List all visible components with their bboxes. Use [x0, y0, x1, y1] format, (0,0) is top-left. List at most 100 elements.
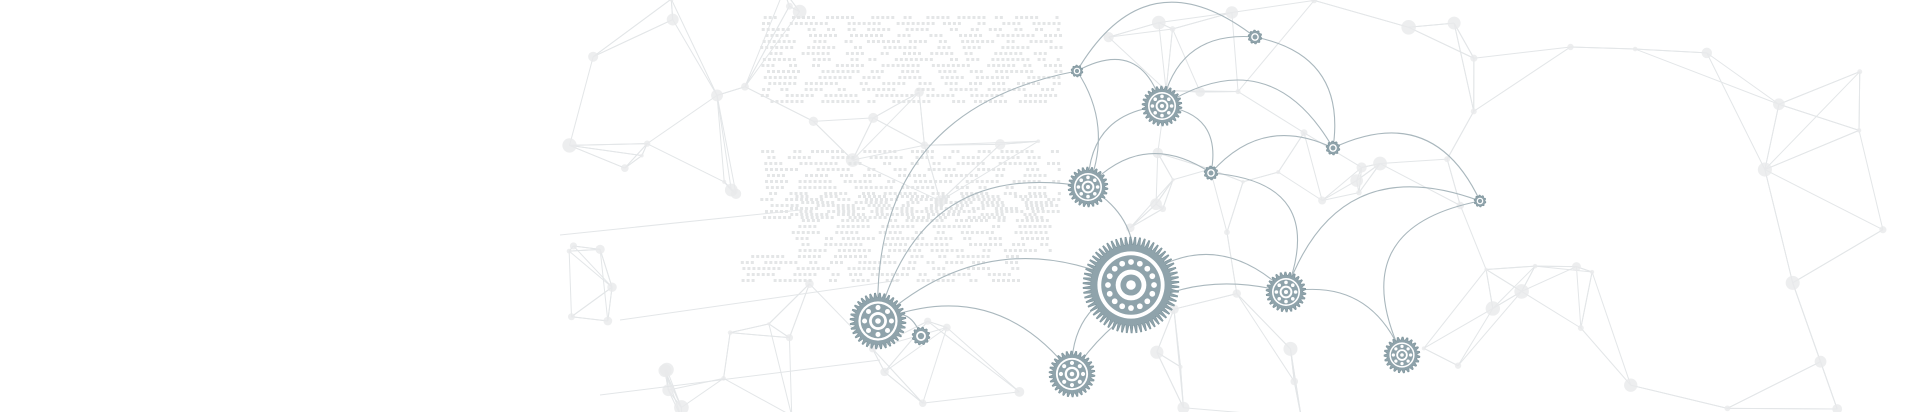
- pattern-dot: [804, 192, 808, 195]
- pattern-dot: [761, 28, 765, 31]
- mesh-line: [813, 117, 874, 122]
- pattern-dot: [1033, 162, 1037, 165]
- pattern-dot: [765, 34, 769, 37]
- mesh-line: [1446, 158, 1461, 206]
- pattern-dot: [879, 34, 883, 37]
- pattern-dot: [935, 210, 939, 213]
- pattern-dot: [994, 207, 998, 210]
- pattern-dot: [866, 40, 870, 43]
- pattern-dot: [1002, 273, 1006, 276]
- pattern-dot: [802, 156, 806, 159]
- pattern-dot: [760, 94, 764, 97]
- pattern-dot: [995, 180, 999, 183]
- pattern-dot: [1015, 210, 1019, 213]
- pattern-dot: [926, 279, 930, 282]
- pattern-dot: [891, 16, 895, 19]
- pattern-dot: [824, 243, 828, 246]
- pattern-dot: [892, 100, 896, 103]
- mesh-line: [1108, 22, 1159, 38]
- pattern-dot: [867, 249, 871, 252]
- pattern-dot: [960, 249, 964, 252]
- mesh-node: [1283, 341, 1298, 356]
- pattern-dot: [894, 156, 898, 159]
- pattern-dot: [818, 34, 822, 37]
- pattern-dot: [842, 88, 846, 91]
- pattern-dot: [818, 76, 822, 79]
- mesh-node: [924, 317, 932, 325]
- pattern-dot: [791, 231, 795, 234]
- pattern-dot: [1005, 76, 1009, 79]
- pattern-dot: [823, 180, 827, 183]
- pattern-dot: [990, 76, 994, 79]
- mesh-line: [1535, 265, 1593, 273]
- pattern-dot: [1024, 231, 1028, 234]
- pattern-dot: [916, 279, 920, 282]
- pattern-dot: [750, 261, 754, 264]
- pattern-dot: [850, 64, 854, 67]
- pattern-dot: [761, 255, 765, 258]
- pattern-dot: [824, 192, 828, 195]
- mesh-line: [1453, 22, 1475, 59]
- pattern-dot: [867, 204, 871, 207]
- pattern-dot: [1019, 195, 1023, 198]
- mesh-node: [1014, 386, 1025, 397]
- pattern-dot: [814, 22, 818, 25]
- pattern-dot: [898, 231, 902, 234]
- pattern-dot: [840, 64, 844, 67]
- pattern-dot: [874, 201, 878, 204]
- pattern-dot: [935, 52, 939, 55]
- pattern-dot: [971, 267, 975, 270]
- pattern-dot: [1047, 22, 1051, 25]
- pattern-dot: [847, 267, 851, 270]
- pattern-dot: [878, 216, 882, 219]
- pattern-dot: [901, 186, 905, 189]
- pattern-dot: [1044, 94, 1048, 97]
- pattern-dot: [883, 192, 887, 195]
- pattern-dot: [946, 16, 950, 19]
- pattern-dot: [845, 174, 849, 177]
- pattern-dot: [760, 198, 764, 201]
- pattern-dot: [900, 207, 904, 210]
- pattern-dot: [935, 219, 939, 222]
- pattern-dot: [827, 28, 831, 31]
- pattern-dot: [1047, 162, 1051, 165]
- pattern-dot: [800, 94, 804, 97]
- pattern-dot: [1021, 58, 1025, 61]
- mesh-line: [1473, 46, 1571, 112]
- pattern-dot: [955, 58, 959, 61]
- pattern-dot: [923, 40, 927, 43]
- pattern-dot: [918, 76, 922, 79]
- pattern-dot: [934, 204, 938, 207]
- pattern-dot: [776, 174, 780, 177]
- pattern-dot: [936, 279, 940, 282]
- mesh-line: [1172, 28, 1201, 93]
- pattern-dot: [985, 231, 989, 234]
- pattern-dot: [995, 76, 999, 79]
- pattern-dot: [795, 207, 799, 210]
- pattern-dot: [765, 186, 769, 189]
- pattern-dot: [861, 225, 865, 228]
- pattern-dot: [920, 150, 924, 153]
- pattern-dot: [992, 64, 996, 67]
- pattern-dot: [985, 180, 989, 183]
- pattern-dot: [895, 213, 899, 216]
- pattern-dot: [866, 225, 870, 228]
- pattern-dot: [847, 210, 851, 213]
- pattern-dot: [765, 180, 769, 183]
- pattern-dot: [811, 52, 815, 55]
- pattern-dot: [873, 216, 877, 219]
- pattern-dot: [853, 162, 857, 165]
- pattern-dot: [921, 22, 925, 25]
- mesh-node: [880, 367, 889, 377]
- pattern-dot: [834, 243, 838, 246]
- mesh-line: [939, 144, 1001, 202]
- pattern-dot: [766, 174, 770, 177]
- pattern-dot: [935, 243, 939, 246]
- pattern-dot: [888, 261, 892, 264]
- pattern-dot: [1028, 174, 1032, 177]
- pattern-dot: [988, 28, 992, 31]
- pattern-dot: [823, 249, 827, 252]
- pattern-dot: [950, 76, 954, 79]
- pattern-dot: [872, 192, 876, 195]
- pattern-dot: [995, 174, 999, 177]
